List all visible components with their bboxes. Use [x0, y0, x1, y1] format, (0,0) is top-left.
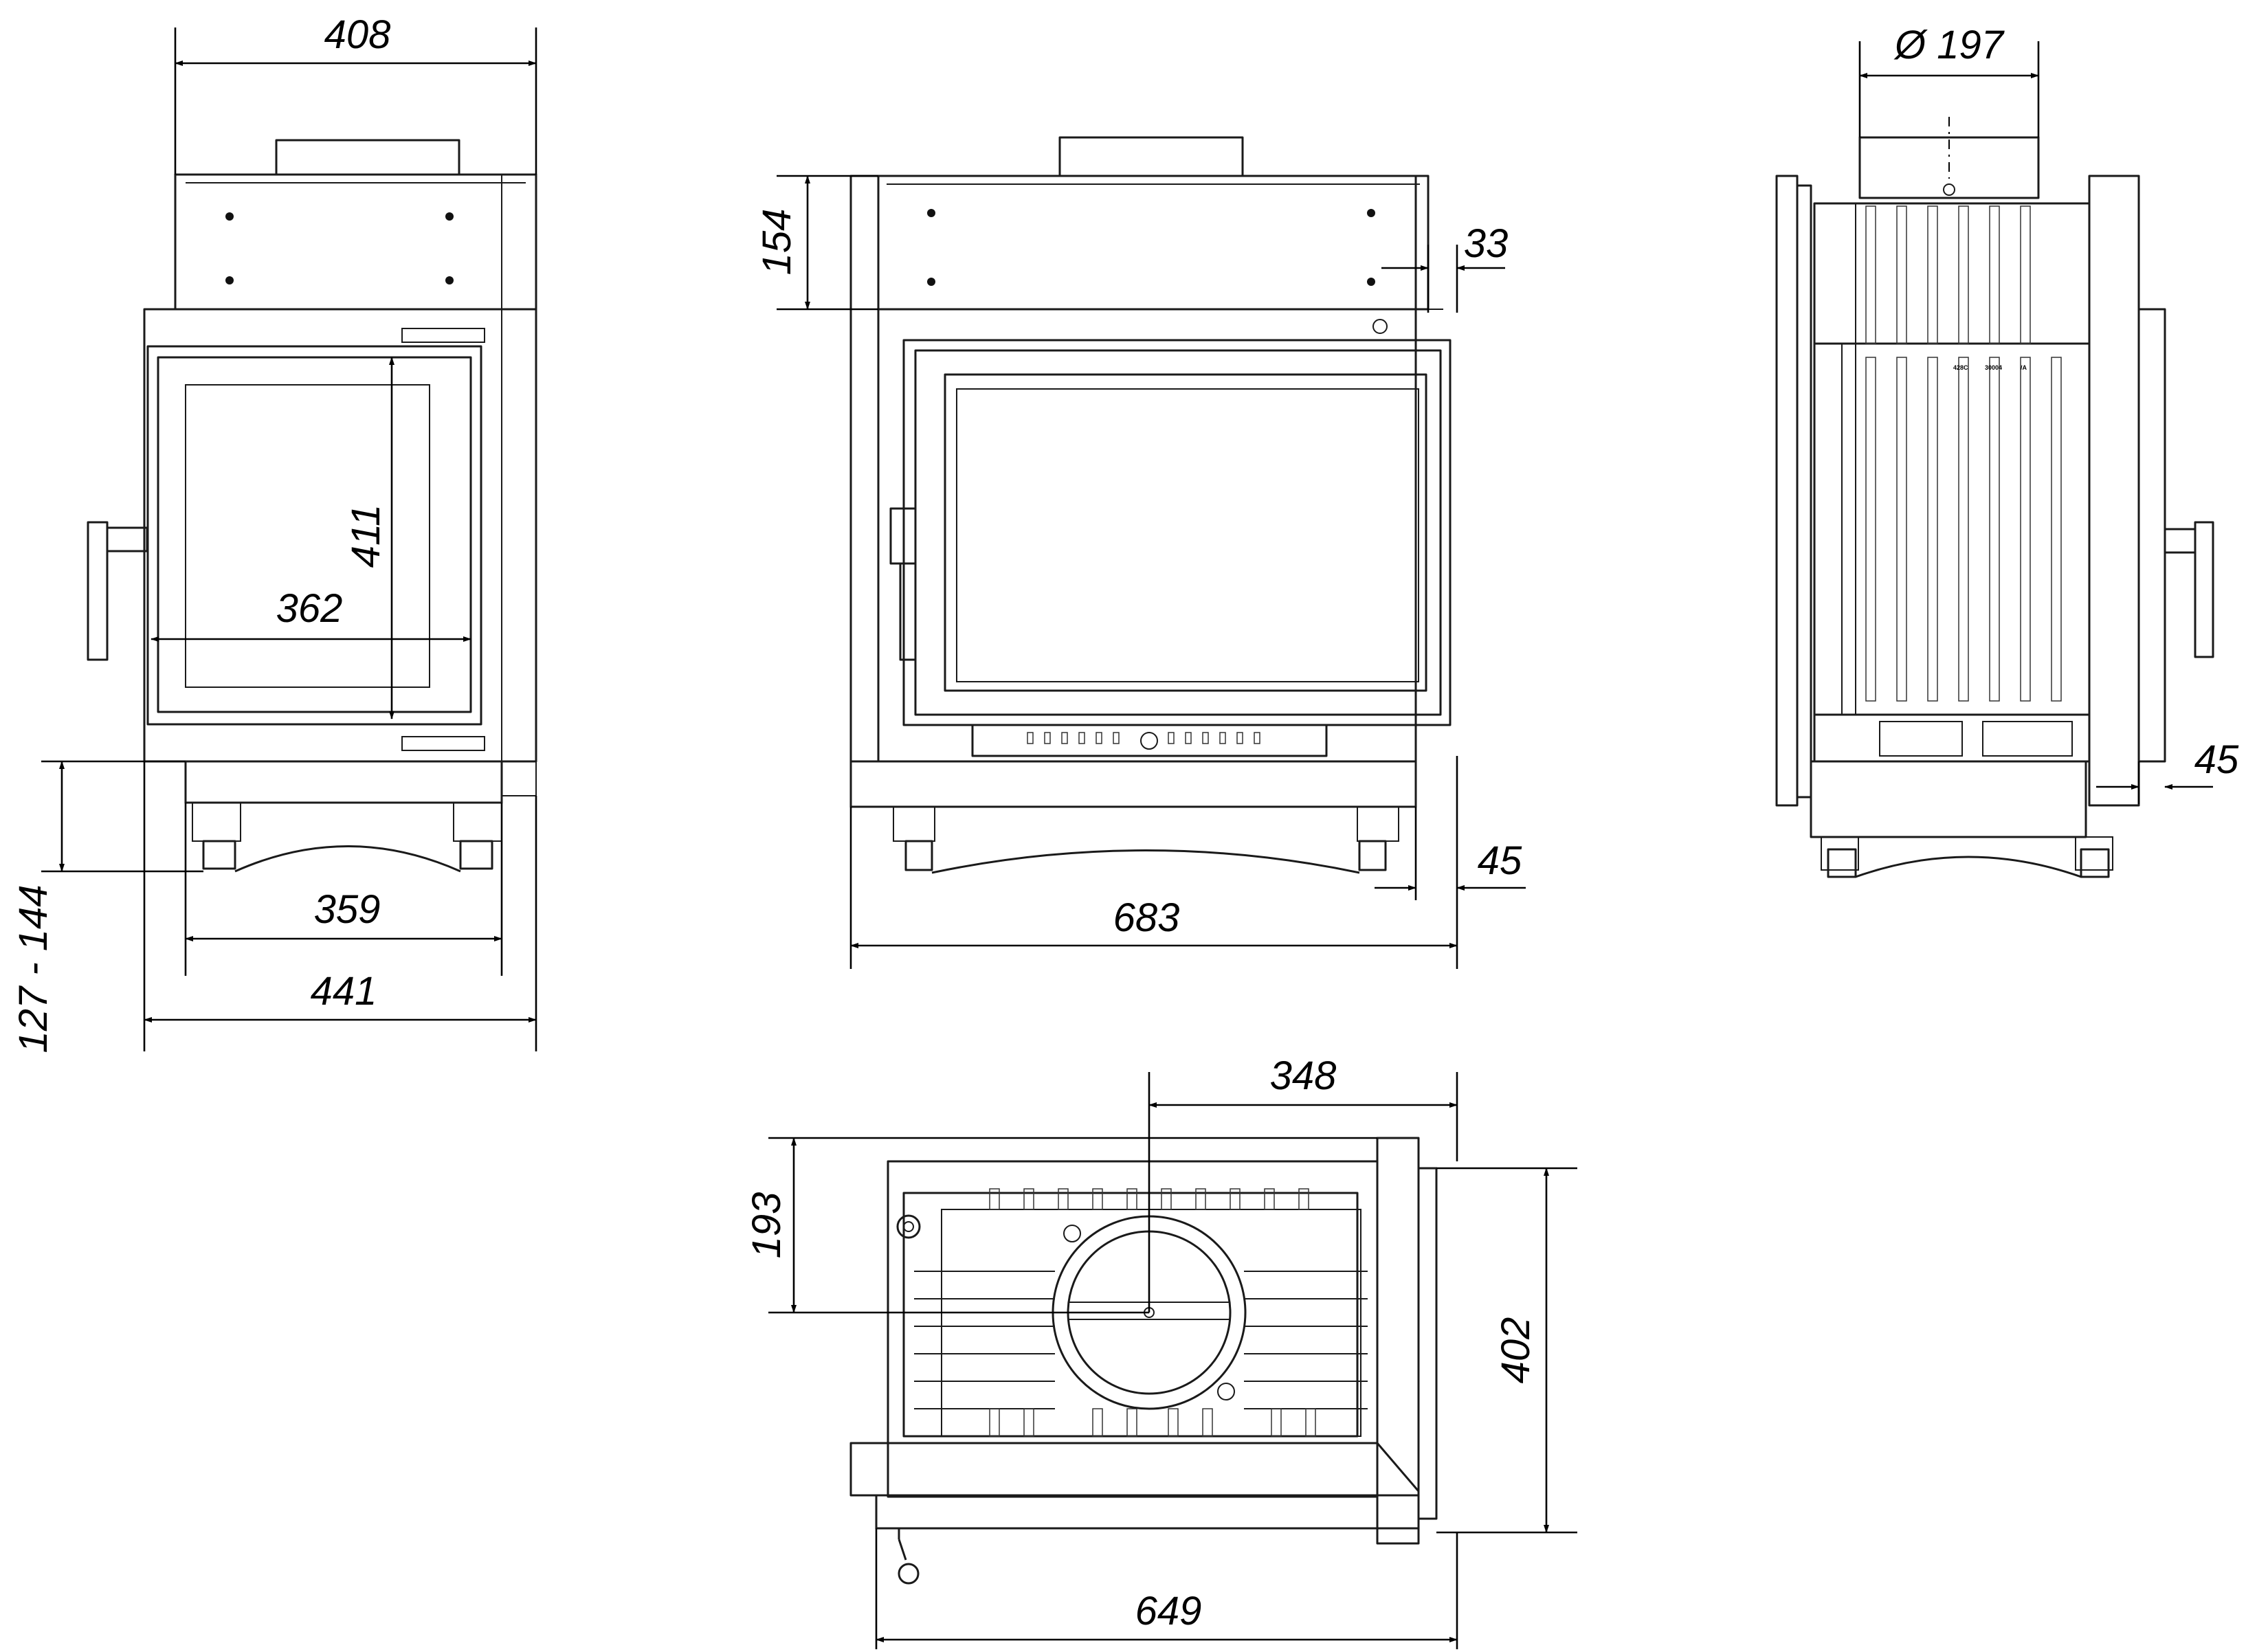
dim-front-top-width: 408: [324, 12, 391, 57]
dim-leg-height-range: 127 - 144: [11, 884, 56, 1053]
dim-flue-diameter: Ø 197: [1893, 23, 2005, 67]
dim-front-base-width: 359: [314, 887, 381, 932]
rear-view: 428C 30004 /A: [1775, 117, 2214, 878]
plate-marking-2: 30004: [1985, 364, 2002, 371]
plan-view: [849, 1137, 1438, 1585]
front-view: [87, 139, 537, 873]
dim-rear-offset: 45: [2194, 737, 2239, 782]
vent-slots: [1027, 732, 1260, 750]
dim-plan-width: 649: [1135, 1589, 1202, 1633]
dim-side-top-height: 154: [755, 209, 799, 276]
rear-dimensions: Ø 197 45: [1858, 23, 2239, 804]
dim-door-width: 362: [276, 586, 343, 631]
dim-side-leg-offset: 45: [1478, 838, 1522, 883]
plan-fins: [914, 1188, 1368, 1437]
plan-dimensions: 348 193 402 649: [744, 1053, 1577, 1649]
side-view: [849, 136, 1452, 874]
firebox-ribs: [1865, 205, 2062, 702]
side-dimensions: 154 33 683 45: [755, 175, 1526, 969]
dim-front-total-width: 441: [311, 969, 377, 1014]
dim-plan-flue-y: 193: [744, 1192, 789, 1259]
dim-plan-flue-x: 348: [1270, 1053, 1337, 1098]
dim-door-height: 411: [344, 504, 388, 568]
plate-marking-1: 428C: [1953, 364, 1968, 371]
plate-marking-3: /A: [2021, 364, 2027, 371]
front-dimensions: 408 411 362 127 - 144 359 441: [11, 12, 537, 1053]
dim-plan-depth: 402: [1493, 1317, 1538, 1384]
dim-side-offset-top: 33: [1464, 221, 1509, 266]
dim-side-total-width: 683: [1113, 895, 1180, 940]
